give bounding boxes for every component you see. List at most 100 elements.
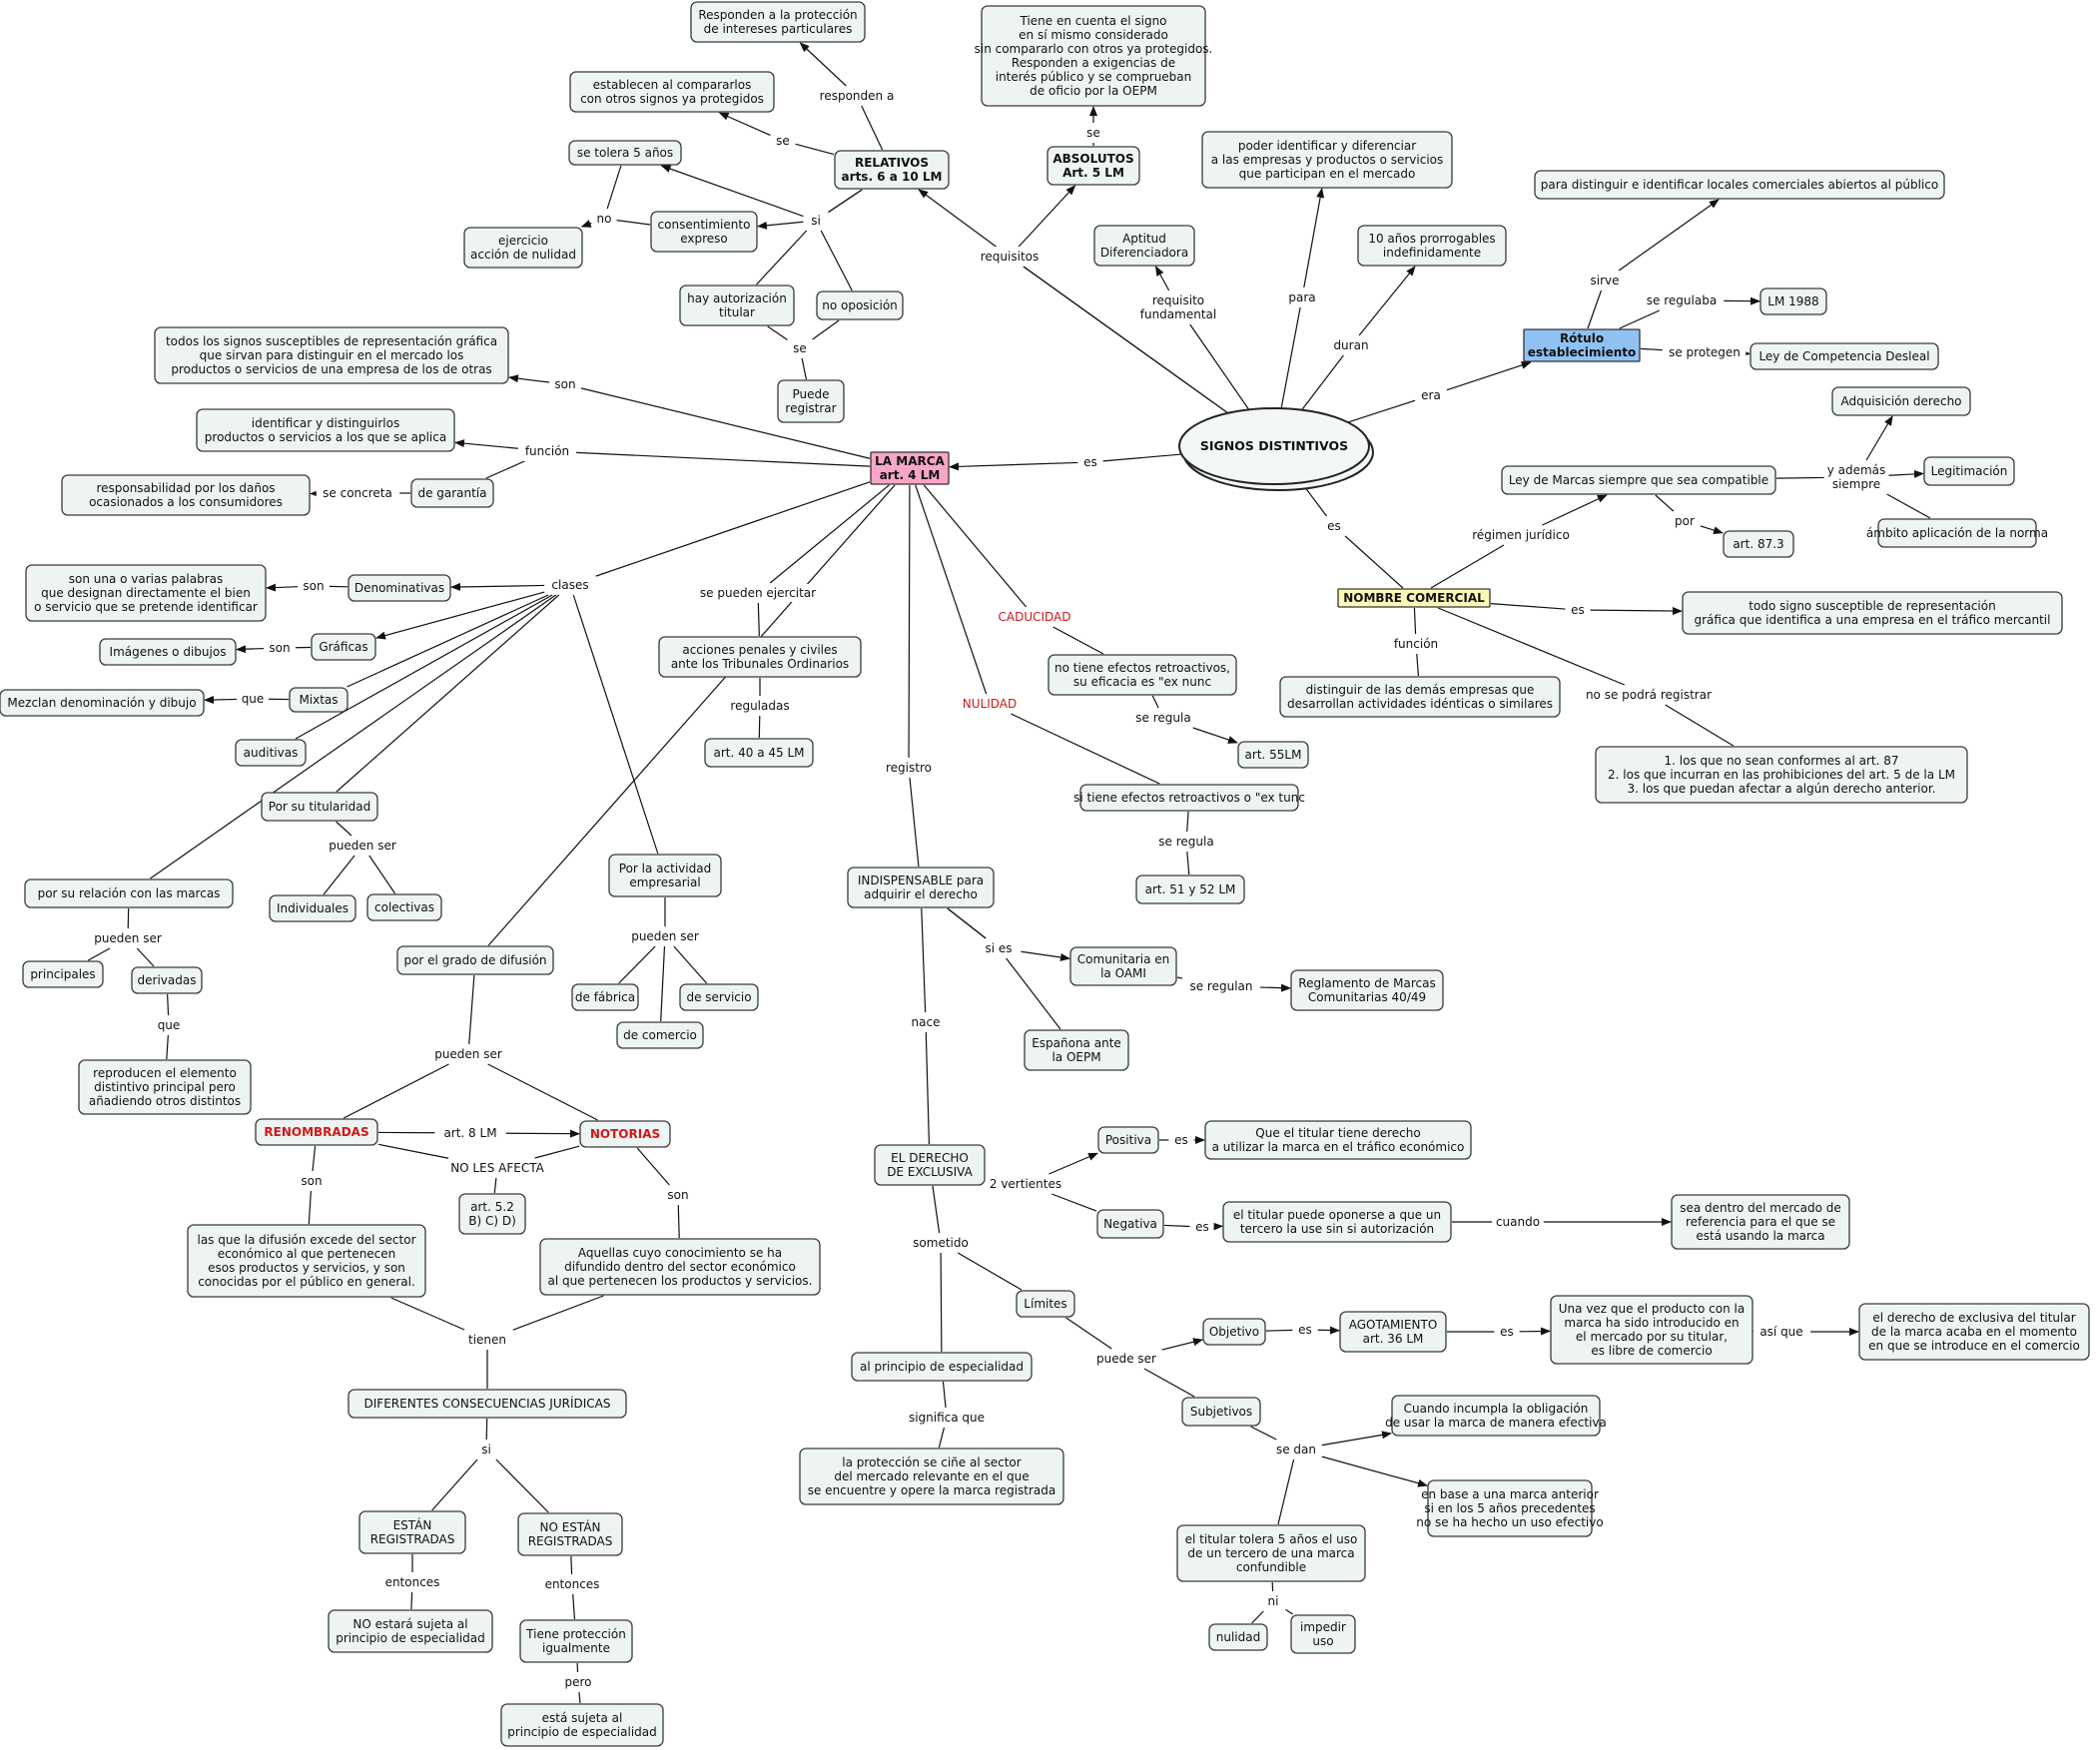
- node-text: no se podrá registrar: [1586, 688, 1712, 702]
- node-text: reguladas: [730, 699, 789, 713]
- connector-pueden_ser_dif-renombradas: [344, 1063, 449, 1119]
- connector-registro-indispensable: [909, 777, 920, 868]
- connector-clases-mixtas: [347, 594, 549, 688]
- node-text: pueden ser: [631, 929, 699, 943]
- node-text: DIFERENTES CONSECUENCIAS JURÍDICAS: [364, 1396, 611, 1411]
- connector-negativa-es_neg: [1163, 1224, 1190, 1228]
- connector-clases-titularidad: [336, 594, 560, 793]
- no-oposicion-node: no oposición: [816, 291, 904, 320]
- connector-que_mixtas-mezclan: [204, 696, 238, 705]
- connector-son_notor-notor_def: [677, 1204, 680, 1239]
- connector-pueden_ser_tit-colectivas: [368, 855, 396, 894]
- connector-significa_que-especialidad_def: [938, 1427, 946, 1449]
- link-label-sometido: sometido: [909, 1234, 973, 1252]
- link-label-son-denom: son: [299, 577, 329, 595]
- individuales-node: Individuales: [269, 894, 356, 922]
- node-text: se regulan: [1189, 979, 1252, 993]
- nulidad-n-node: nulidad: [1208, 1623, 1268, 1651]
- connector-center-requisitos: [1023, 266, 1229, 414]
- connector-no_afecta-art52: [493, 1177, 497, 1194]
- link-label-para: para: [1283, 289, 1321, 306]
- connector-exclusiva-sometido: [932, 1185, 941, 1234]
- node-text: pueden ser: [434, 1047, 502, 1061]
- connector-funcion_nc-nc_funcion: [1416, 653, 1420, 677]
- node-text: por: [1675, 514, 1695, 528]
- link-label-es-marca: es: [1078, 453, 1102, 471]
- link-label-no-registrar: no se podrá registrar: [1574, 686, 1724, 704]
- link-label-que-mixtas: que: [238, 690, 268, 708]
- connector-puede_ser-objetivo: [1161, 1338, 1203, 1351]
- connector-son_denom-denom_def: [266, 583, 299, 592]
- link-label-puede-ser: puede ser: [1091, 1350, 1161, 1368]
- connector-consentimiento-no_rel: [616, 220, 651, 226]
- relacion-node: por su relación con las marcas: [24, 878, 234, 908]
- node-text: se pueden ejercitar: [700, 586, 816, 600]
- connector-relativos-se_comp: [795, 143, 835, 156]
- link-label-nulidad: NULIDAD: [961, 695, 1019, 713]
- node-text: pueden ser: [329, 839, 396, 853]
- node-text: significa que: [909, 1411, 985, 1425]
- connector-rotulo-sirve: [1587, 290, 1603, 329]
- node-text: Denominativas: [354, 581, 444, 595]
- connector-se_reg-puede_registrar: [801, 357, 808, 380]
- node-text: de servicio: [686, 990, 751, 1004]
- central-node: SIGNOS DISTINTIVOS: [1178, 407, 1374, 491]
- connector-requisitos-absolutos: [1018, 185, 1076, 248]
- connector-center-es_marca: [1102, 453, 1182, 462]
- link-label-es-ncdef: es: [1566, 601, 1590, 619]
- connector-renombradas-no_afecta: [377, 1143, 449, 1159]
- link-label-que-deriv: que: [154, 1016, 184, 1034]
- connector-marca-registro: [908, 484, 911, 759]
- link-label-se-dan: se dan: [1271, 1441, 1321, 1458]
- link-label-clases: clases: [545, 576, 595, 594]
- node-text: al principio de especialidad: [860, 1360, 1024, 1374]
- node-text: son: [554, 377, 575, 391]
- node-text: pueden ser: [94, 931, 162, 945]
- connector-es_marca-marca: [949, 461, 1078, 471]
- ley-marcas-node: Ley de Marcas siempre que sea compatible: [1501, 465, 1776, 495]
- art40-node: art. 40 a 45 LM: [704, 738, 814, 768]
- node-text: Individuales: [277, 901, 349, 915]
- connector-marca-nulidad: [915, 484, 988, 695]
- connector-caducidad-no_retro: [1052, 626, 1104, 655]
- connector-pueden_ser_dif-notorias: [487, 1063, 598, 1121]
- connector-rotulo-se_regulaba: [1619, 309, 1661, 329]
- graficas-node: Gráficas: [311, 633, 376, 661]
- connector-no_rel-nulidad_accion: [580, 220, 592, 228]
- connector-relativos-responden_a: [861, 105, 884, 151]
- colectivas-node: colectivas: [366, 893, 442, 921]
- connector-ley_marcas-por: [1655, 494, 1675, 512]
- node-text: son: [667, 1188, 688, 1202]
- node-text: Gráficas: [319, 640, 367, 654]
- connector-que_deriv-reproducen: [166, 1034, 169, 1060]
- mixtas-node: Mixtas: [289, 687, 349, 713]
- node-text: derivadas: [138, 973, 197, 987]
- link-label-se-protegen: se protegen: [1663, 343, 1747, 361]
- connector-se_comp-comparar: [718, 112, 771, 136]
